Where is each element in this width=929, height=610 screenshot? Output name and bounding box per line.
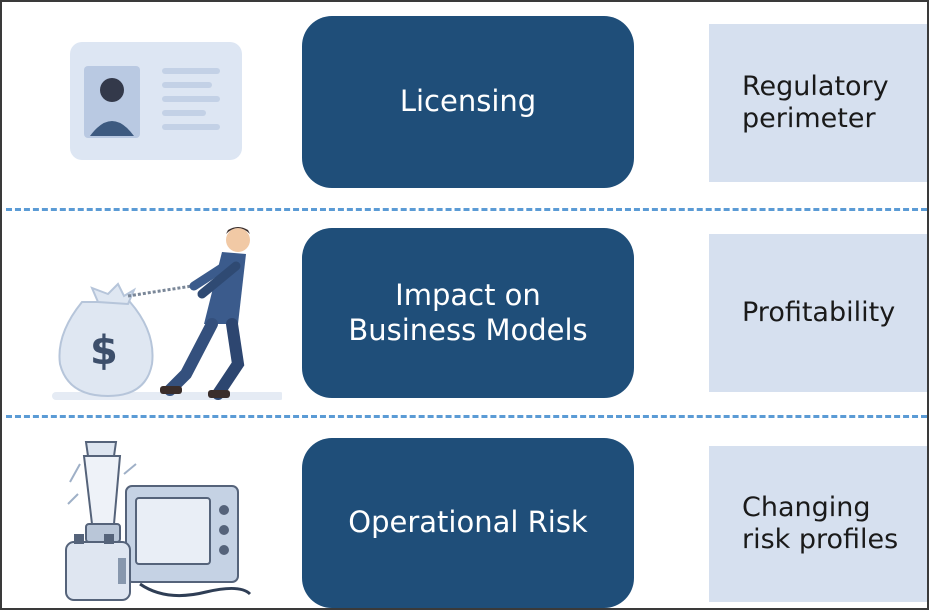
broken-appliances-icon — [56, 434, 252, 606]
operational-risk-box: Operational Risk — [302, 438, 634, 608]
profitability-box: Profitability — [709, 234, 927, 392]
id-card-icon — [70, 42, 244, 162]
businessman-pulling-money-bag-icon: $ — [42, 224, 282, 404]
changing-risk-profiles-box: Changing risk profiles — [709, 446, 927, 602]
row-divider — [6, 415, 927, 418]
regulatory-perimeter-box: Regulatory perimeter — [709, 24, 927, 182]
svg-text:$: $ — [90, 328, 118, 374]
row-divider — [6, 208, 927, 211]
impact-on-business-models-box: Impact on Business Models — [302, 228, 634, 398]
licensing-box: Licensing — [302, 16, 634, 188]
